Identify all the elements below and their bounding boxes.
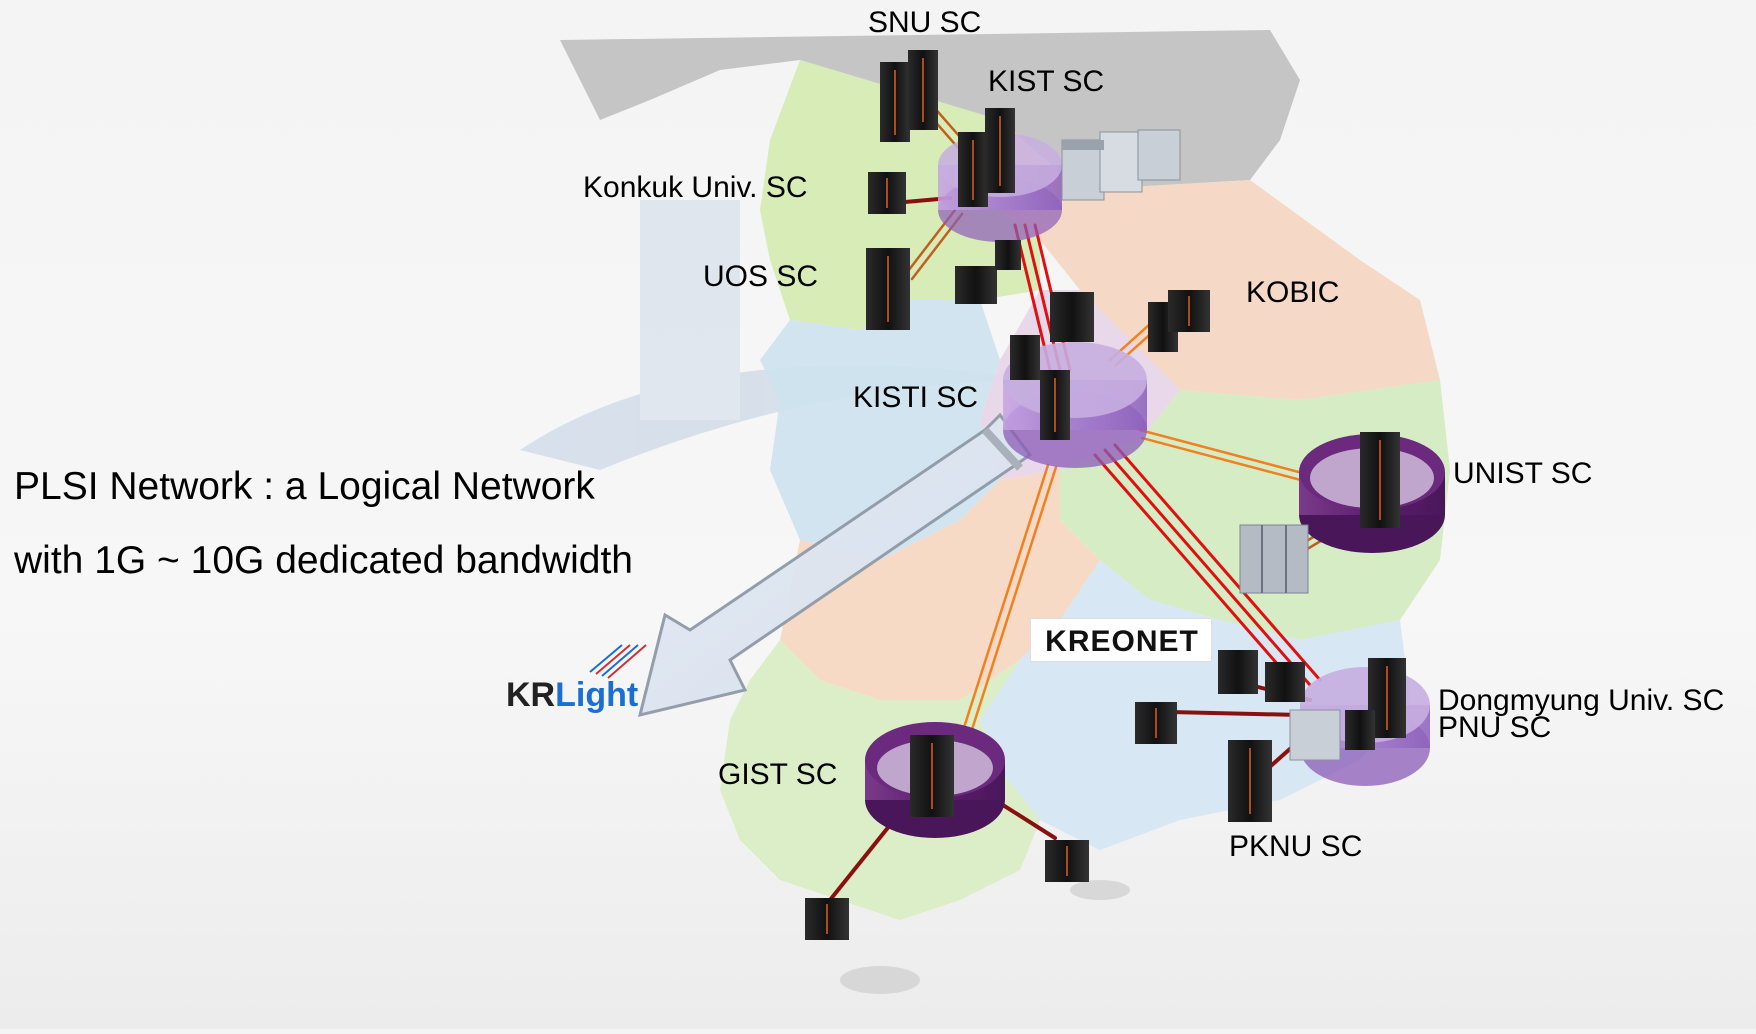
- server-icon-kist: [958, 108, 1015, 207]
- storage-icon-kist: [1061, 129, 1181, 201]
- label-dongmyung-univ-sc: Dongmyung Univ. SC: [1438, 684, 1725, 717]
- server-icon-kisti: [1010, 292, 1094, 440]
- label-pknu-sc: PKNU SC: [1229, 830, 1363, 863]
- map-regions: [560, 30, 1450, 994]
- label-kist-sc: KIST SC: [988, 65, 1105, 98]
- kreonet-logo: KREONET: [1030, 618, 1212, 662]
- label-kisti-sc: KISTI SC: [853, 381, 979, 414]
- server-icon-snu: [880, 50, 938, 142]
- label-snu-sc: SNU SC: [868, 6, 982, 39]
- server-racks: [805, 50, 1406, 940]
- krlight-logo-prefix: KR: [506, 676, 556, 714]
- server-icon-pnu: [1135, 702, 1177, 744]
- kreonet-logo-text: KREONET: [1045, 625, 1199, 658]
- region-jeonbuk: [780, 470, 1100, 700]
- server-icon-uos: [866, 240, 1021, 330]
- server-icon-dongmyung: [1218, 650, 1406, 761]
- region-island-2: [1070, 880, 1130, 900]
- krlight-arrow: [637, 412, 1033, 718]
- region-island-1: [840, 966, 920, 994]
- label-konkuk-univ-sc: Konkuk Univ. SC: [583, 171, 808, 204]
- label-kobic: KOBIC: [1246, 276, 1340, 309]
- server-icon-gist-sat-1: [1045, 840, 1089, 882]
- krlight-logo-mark: [589, 644, 647, 679]
- description-line-2: with 1G ~ 10G dedicated bandwidth: [14, 539, 633, 582]
- label-pnu-sc: PNU SC: [1438, 711, 1552, 744]
- label-unist-sc: UNIST SC: [1453, 457, 1593, 490]
- server-icon-gist-sat-2: [805, 898, 849, 940]
- description-line-1: PLSI Network : a Logical Network: [14, 465, 595, 508]
- link-kisti-unist: [1138, 428, 1314, 485]
- server-icon-konkuk: [868, 172, 906, 214]
- server-icon-unist: [1360, 432, 1400, 528]
- background-watermark: [520, 200, 1040, 470]
- storage-icon-unist: [1239, 524, 1309, 594]
- krlight-logo-suffix: Light: [555, 676, 639, 714]
- krlight-logo: KRLight: [506, 676, 638, 715]
- server-icon-gist: [910, 735, 954, 817]
- server-icon-kobic: [1148, 290, 1210, 352]
- link-kisti-gist: [958, 463, 1058, 744]
- server-icon-pknu: [1228, 740, 1272, 822]
- label-gist-sc: GIST SC: [718, 758, 838, 791]
- link-kisti-dongmyung: [1093, 443, 1322, 692]
- label-uos-sc: UOS SC: [703, 260, 819, 293]
